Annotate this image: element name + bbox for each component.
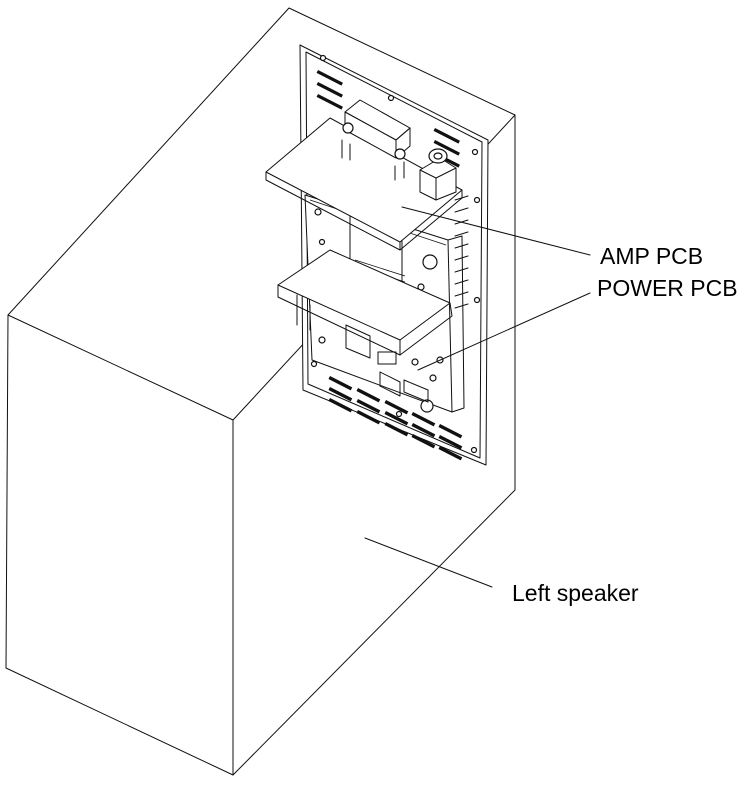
amp-pcb-board	[265, 99, 463, 251]
power-pcb-leader	[417, 292, 591, 371]
bottom-vent-slots	[328, 376, 463, 461]
left-speaker-label: Left speaker	[512, 580, 639, 606]
amp-pcb-leader	[401, 206, 591, 256]
amp-connector	[341, 99, 411, 181]
power-components	[345, 324, 437, 403]
amp-pcb-label: AMP PCB	[600, 243, 703, 269]
left-speaker-leader	[364, 537, 493, 588]
power-pcb-board	[277, 249, 453, 356]
power-pcb-label: POWER PCB	[597, 275, 738, 301]
amp-component	[419, 148, 457, 201]
